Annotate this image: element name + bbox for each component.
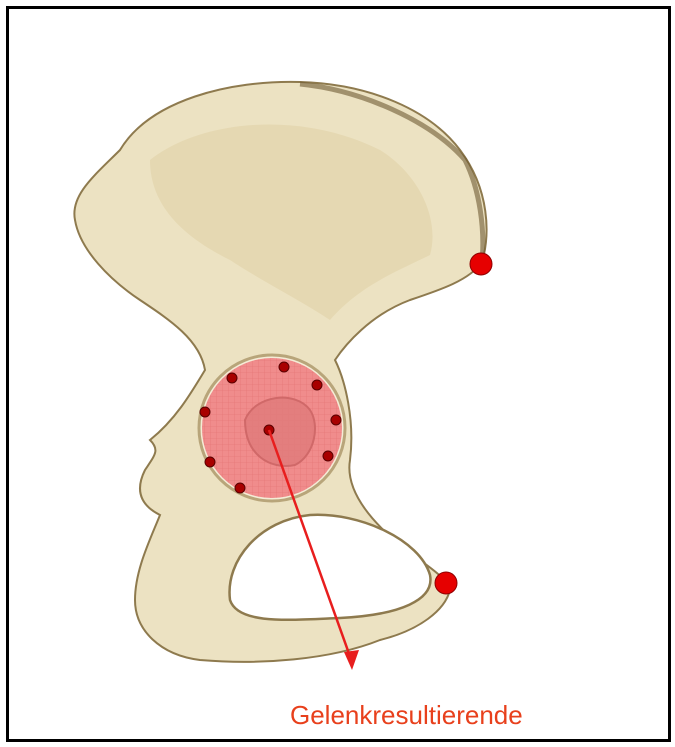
rim-point xyxy=(235,483,245,493)
rim-point xyxy=(227,373,237,383)
rim-point xyxy=(331,415,341,425)
joint-resultant-label: Gelenkresultierende xyxy=(290,700,523,731)
arrow-head xyxy=(344,650,359,670)
rim-point xyxy=(205,457,215,467)
ischial-marker xyxy=(435,572,457,594)
rim-point xyxy=(323,451,333,461)
rim-point xyxy=(279,362,289,372)
iliac-crest-marker xyxy=(470,253,492,275)
rim-point xyxy=(312,380,322,390)
rim-point xyxy=(200,407,210,417)
